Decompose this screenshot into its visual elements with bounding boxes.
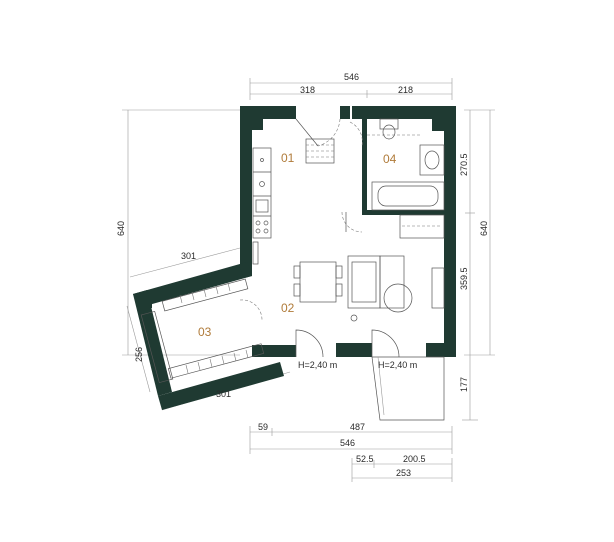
dim-bottom-a: 59	[258, 422, 268, 432]
dim-wing-side: 256	[134, 347, 144, 362]
dim-top-total: 546	[344, 72, 359, 82]
room-label-04: 04	[383, 152, 397, 166]
dim-bottom-b: 487	[350, 422, 365, 432]
dim-wing-top: 301	[181, 251, 196, 261]
window-height-right: H=2,40 m	[378, 360, 417, 370]
room-label-01: 01	[281, 151, 295, 165]
dim-right-upper: 270.5	[459, 153, 469, 176]
dim-right-total: 640	[479, 221, 489, 236]
dim-right-lower: 359.5	[459, 267, 469, 290]
dim-bottom-total: 546	[340, 438, 355, 448]
dim-top-left: 318	[300, 85, 315, 95]
room-label-03: 03	[198, 325, 212, 339]
dim-balcony-a: 52.5	[356, 454, 374, 464]
dim-balcony-depth: 177	[459, 377, 469, 392]
fixtures	[140, 118, 445, 421]
dim-top-right: 218	[398, 85, 413, 95]
dimension-lines	[122, 78, 495, 482]
room-label-02: 02	[281, 301, 295, 315]
dim-wing-bottom: 301	[216, 389, 231, 399]
window-height-left: H=2,40 m	[298, 360, 337, 370]
dim-balcony-total: 253	[396, 468, 411, 478]
dim-left-height: 640	[116, 221, 126, 236]
dim-balcony-b: 200.5	[403, 454, 426, 464]
walls	[133, 106, 456, 410]
